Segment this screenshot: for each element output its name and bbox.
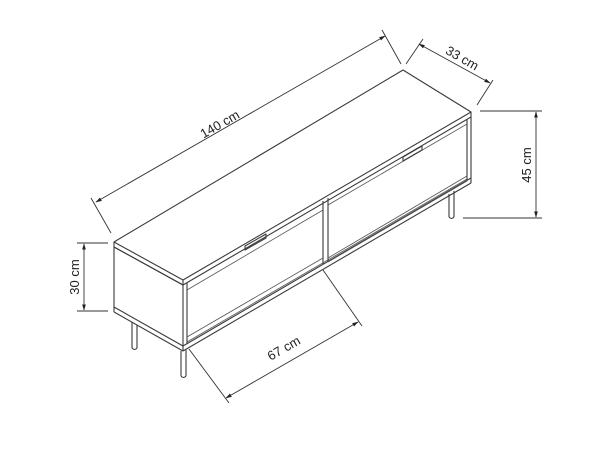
cabinet-body — [113, 69, 472, 352]
right-door-handle — [402, 145, 423, 162]
leg-front-left — [180, 350, 187, 379]
width-label: 140 cm — [198, 107, 242, 141]
dimension-body-height: 30 cm — [67, 242, 108, 312]
dimension-width: 140 cm — [90, 29, 402, 234]
legs — [131, 191, 455, 379]
middle-divider — [322, 198, 329, 264]
dimension-total-height: 45 cm — [463, 110, 542, 219]
left-door — [186, 209, 324, 338]
dimension-compartment-width: 67 cm — [188, 269, 363, 404]
left-door-handle — [244, 233, 267, 251]
total-height-label: 45 cm — [519, 147, 534, 182]
dimension-depth: 33 cm — [405, 38, 494, 106]
depth-label: 33 cm — [443, 43, 481, 74]
body-height-label: 30 cm — [67, 259, 82, 294]
top-surface — [113, 69, 472, 281]
leg-back-left — [131, 322, 138, 351]
leg-front-right — [448, 191, 455, 220]
compartment-width-label: 67 cm — [265, 333, 303, 364]
right-door — [327, 123, 468, 263]
